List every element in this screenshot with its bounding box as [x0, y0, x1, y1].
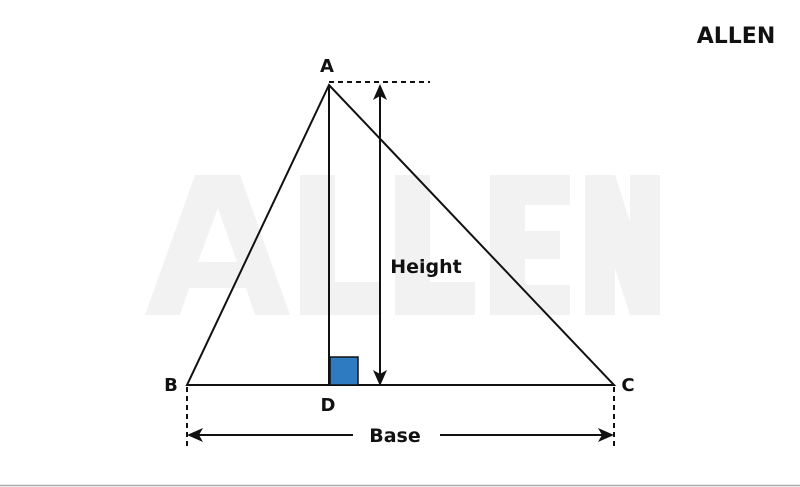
vertex-label-a: A — [320, 56, 334, 77]
arrow-left-icon — [187, 428, 203, 442]
height-label: Height — [390, 256, 462, 278]
watermark-logo — [145, 175, 660, 315]
arrow-down-icon — [373, 370, 387, 386]
arrow-up-icon — [373, 84, 387, 100]
point-label-d: D — [321, 395, 336, 416]
arrow-right-icon — [598, 428, 614, 442]
logo: ALLEN — [697, 24, 776, 49]
vertex-label-b: B — [164, 375, 178, 396]
triangle-abc — [185, 83, 617, 386]
right-angle-marker — [329, 356, 359, 386]
vertex-label-c: C — [621, 375, 634, 396]
base-label: Base — [369, 425, 421, 447]
